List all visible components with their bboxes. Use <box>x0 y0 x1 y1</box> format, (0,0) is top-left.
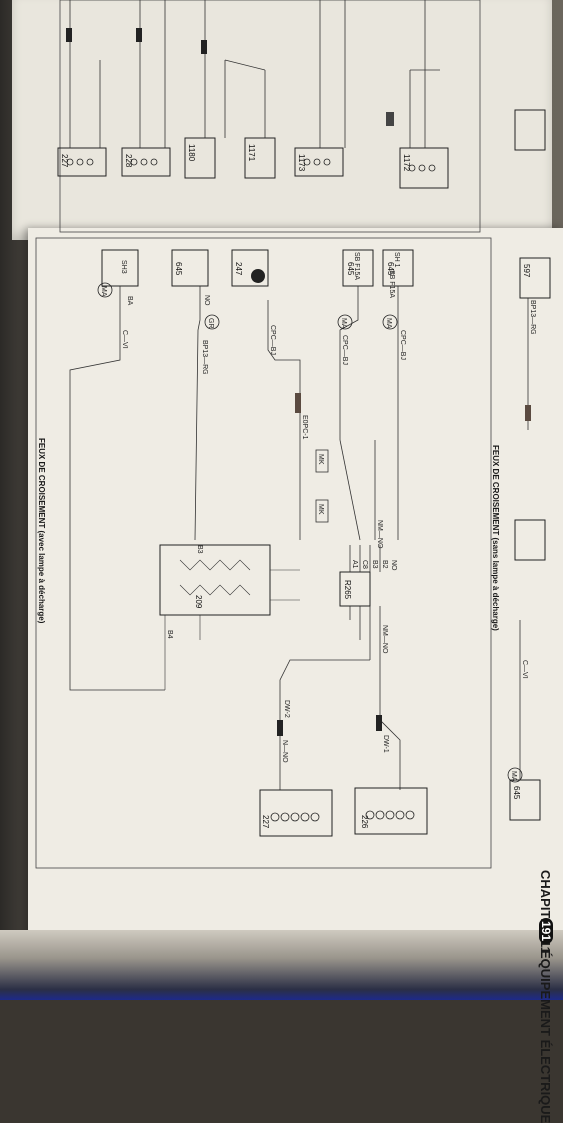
connector-597-top <box>514 109 546 151</box>
label-nm-no-1: NM—NO <box>376 520 383 549</box>
fuse-dw-1 <box>376 715 382 731</box>
label-645-right: 645 <box>512 786 521 800</box>
connector-1173 <box>294 147 344 177</box>
connector-1180 <box>184 137 216 179</box>
label-r265: R265 <box>343 580 352 600</box>
diagram-frame <box>35 237 492 869</box>
wire-labels: CPC—BJ CPC—BJ CPC—BJ NM—NO NM—NO N—NO BP… <box>121 295 536 763</box>
label-bp13-rg: BP13—RG <box>201 340 208 375</box>
label-cpc-bj-1: CPC—BJ <box>399 330 406 360</box>
fuse-dw-top-2 <box>136 28 142 42</box>
label-227: 227 <box>261 815 270 829</box>
fuse-dw-2 <box>277 720 283 736</box>
label-645-a: 645 <box>386 262 395 276</box>
label-ma-3: MA <box>100 286 107 297</box>
fuse-dw-top-1 <box>66 28 72 42</box>
label-dw-1: DW-1 <box>382 735 389 753</box>
label-top-bp13: BP13—RG <box>529 300 536 335</box>
fuse-top-4 <box>386 112 394 126</box>
label-228: 228 <box>124 154 133 168</box>
pin-a1: A1 <box>351 560 358 569</box>
label-n-no: N—NO <box>281 740 288 763</box>
label-ba: BA <box>126 296 133 306</box>
label-mk-2: MK <box>317 504 324 515</box>
fuse-dw-top-3 <box>201 40 207 54</box>
ground-ma-1 <box>337 314 353 330</box>
label-top-c-vi: C—VI <box>521 660 528 679</box>
ground-ma-4 <box>507 767 523 783</box>
label-226: 226 <box>360 815 369 829</box>
label-cpc-bj-2: CPC—BJ <box>341 335 348 365</box>
connector-597 <box>519 257 551 299</box>
fuse-box-645-d <box>101 249 139 287</box>
label-ma-1: MA <box>340 318 347 329</box>
connector-1172 <box>399 147 449 189</box>
label-c-vi: C—VI <box>121 330 128 349</box>
book-spine <box>0 930 563 1000</box>
fuse-box-645-c <box>171 249 209 287</box>
label-645-c: 645 <box>174 262 183 276</box>
component-labels: 209 226 227 247 645 645 645 R265 228 227… <box>60 144 531 829</box>
supply-column <box>69 249 523 783</box>
upper-connectors <box>57 0 546 189</box>
pin-labels: A1 B2 B3 C8 NO <box>351 560 397 571</box>
upper-diagram-frame <box>59 0 481 233</box>
pin-b3: B3 <box>371 560 378 569</box>
pin-b2: B2 <box>381 560 388 569</box>
connector-1171 <box>244 137 276 179</box>
fuse-box-645-right <box>509 779 541 821</box>
pin-no: NO <box>390 560 397 571</box>
connector-228 <box>121 147 171 177</box>
headlamp-227 <box>259 789 333 837</box>
label-cpc-bj-3: CPC—BJ <box>269 325 276 355</box>
label-1171: 1171 <box>247 144 256 162</box>
connector-227-top <box>57 147 107 177</box>
label-sh3: SH3 <box>120 260 127 274</box>
label-ma-4: MA <box>510 771 517 782</box>
ground-ma-2 <box>382 314 398 330</box>
label-1173: 1173 <box>297 154 306 172</box>
ground-gr <box>204 314 220 330</box>
label-ma-2: MA <box>385 318 392 329</box>
ground-labels: MA MA MA MA GR MK MK <box>100 286 517 782</box>
switch-209 <box>159 544 271 616</box>
fuse-e0pc1 <box>295 393 301 413</box>
ground-mk-2 <box>315 499 329 523</box>
label-no-a: NO <box>203 295 210 306</box>
label-1172: 1172 <box>402 154 411 172</box>
switch-209-right <box>514 519 546 561</box>
label-247: 247 <box>234 262 243 276</box>
label-597: 597 <box>522 264 531 278</box>
upper-book-page <box>12 0 552 240</box>
label-b4: B4 <box>166 630 173 639</box>
label-645-b: 645 <box>346 262 355 276</box>
wiring-diagram: 209 226 227 247 645 645 645 R265 228 227… <box>35 0 551 869</box>
label-209: 209 <box>194 595 203 609</box>
ground-mk-1 <box>315 449 329 473</box>
headlamp-226 <box>354 787 428 835</box>
relay-r265 <box>339 571 371 607</box>
label-b3: B3 <box>196 545 203 554</box>
ground-ma-3 <box>97 282 113 298</box>
label-sh1: SH 1 <box>393 252 400 268</box>
fuse-e0pc1-right <box>525 405 531 421</box>
label-mk-1: MK <box>317 454 324 465</box>
fuse-labels: SH 1 SB F15A SB F15A SH3 <box>120 252 400 298</box>
main-book-page <box>28 228 563 938</box>
pin-c8: C8 <box>361 560 368 569</box>
label-nm-no-2: NM—NO <box>381 625 388 654</box>
label-1180: 1180 <box>187 144 196 162</box>
label-dw-2: DW-2 <box>283 700 290 718</box>
lamp-icon <box>251 269 265 283</box>
component-247 <box>231 249 269 287</box>
label-f15: SB F15A <box>353 252 360 280</box>
label-f15b: SB F15A <box>388 270 395 298</box>
label-e0pc1: E0PC-1 <box>301 415 308 440</box>
label-gr: GR <box>207 318 214 329</box>
label-227-top: 227 <box>60 154 69 168</box>
